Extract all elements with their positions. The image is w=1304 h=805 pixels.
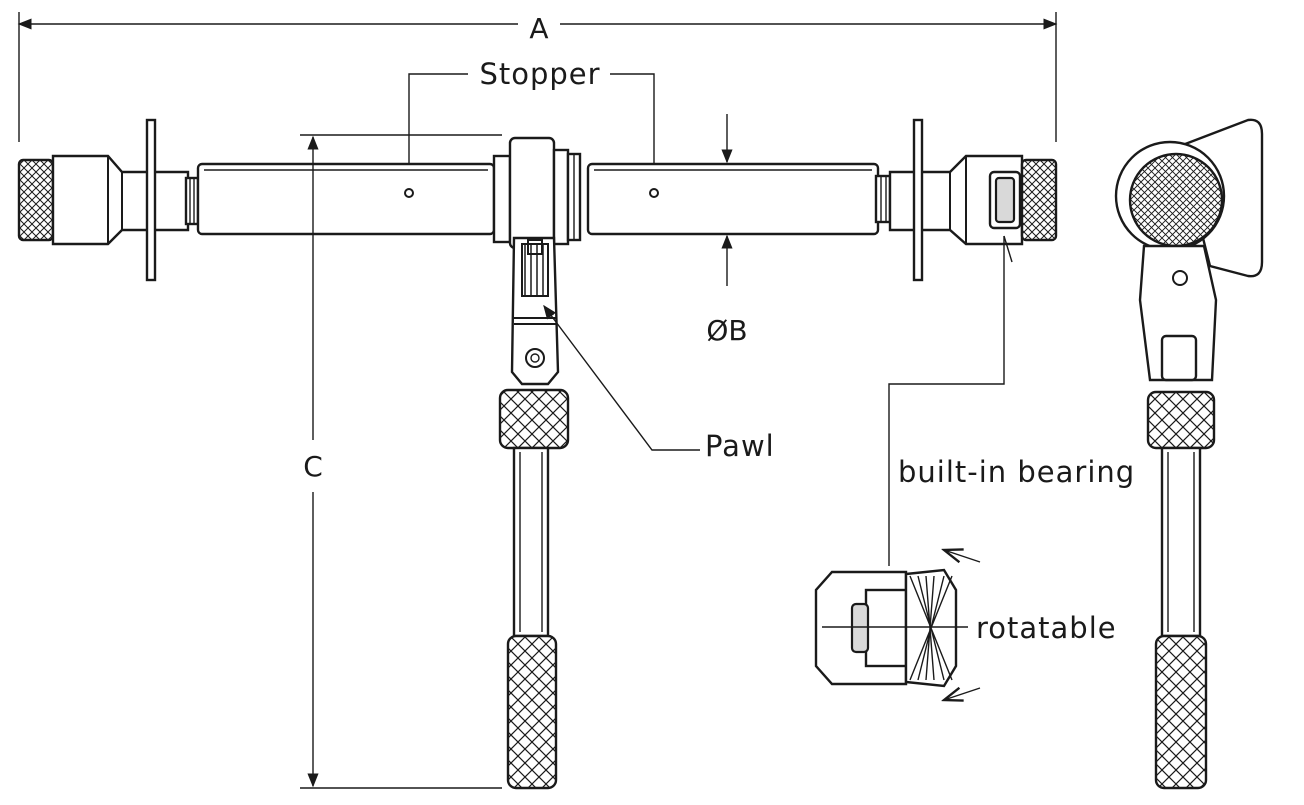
left-flange xyxy=(145,118,157,282)
stopper-label: Stopper xyxy=(479,57,600,91)
right-flange xyxy=(912,118,924,282)
side-lower-grip xyxy=(1154,634,1208,790)
dimension-a: A xyxy=(17,12,1058,142)
pawl-teeth xyxy=(521,243,549,297)
ratchet-plate xyxy=(492,154,512,244)
bearing-detail: rotatable xyxy=(814,550,1117,700)
side-upper-grip xyxy=(1146,390,1216,450)
front-view xyxy=(17,118,1058,790)
dimension-b-label: ØB xyxy=(706,314,747,347)
stopper-hole-right xyxy=(649,188,659,198)
bearing-inner xyxy=(864,588,908,668)
main-shaft-left xyxy=(196,162,496,236)
handle-lower-grip xyxy=(506,634,558,790)
rotatable-label: rotatable xyxy=(976,611,1117,645)
handle-upper-grip xyxy=(498,388,570,450)
pawl-callout: Pawl xyxy=(543,304,775,463)
dimension-b: ØB xyxy=(706,114,748,347)
handle-rod xyxy=(512,446,550,638)
dimension-c-label: C xyxy=(303,450,323,483)
main-shaft-right xyxy=(586,162,880,236)
pawl-label: Pawl xyxy=(705,429,775,463)
left-collar xyxy=(184,176,200,226)
right-collar xyxy=(874,174,892,224)
dimension-a-label: A xyxy=(529,12,548,45)
dimension-c: C xyxy=(300,134,502,789)
pawl-pivot xyxy=(525,348,545,368)
stopper-hole-left xyxy=(404,188,414,198)
ratchet-ring xyxy=(552,148,570,246)
right-end-knob xyxy=(1020,158,1058,242)
built-in-bearing-label: built-in bearing xyxy=(898,455,1135,489)
side-head-knurl xyxy=(1128,152,1224,248)
side-view xyxy=(1114,118,1264,790)
bearing-callout: built-in bearing xyxy=(888,235,1135,566)
left-housing xyxy=(51,154,190,246)
left-end-knob xyxy=(17,158,55,242)
ratchet-head xyxy=(508,136,556,250)
stopper-callout: Stopper xyxy=(403,57,660,182)
